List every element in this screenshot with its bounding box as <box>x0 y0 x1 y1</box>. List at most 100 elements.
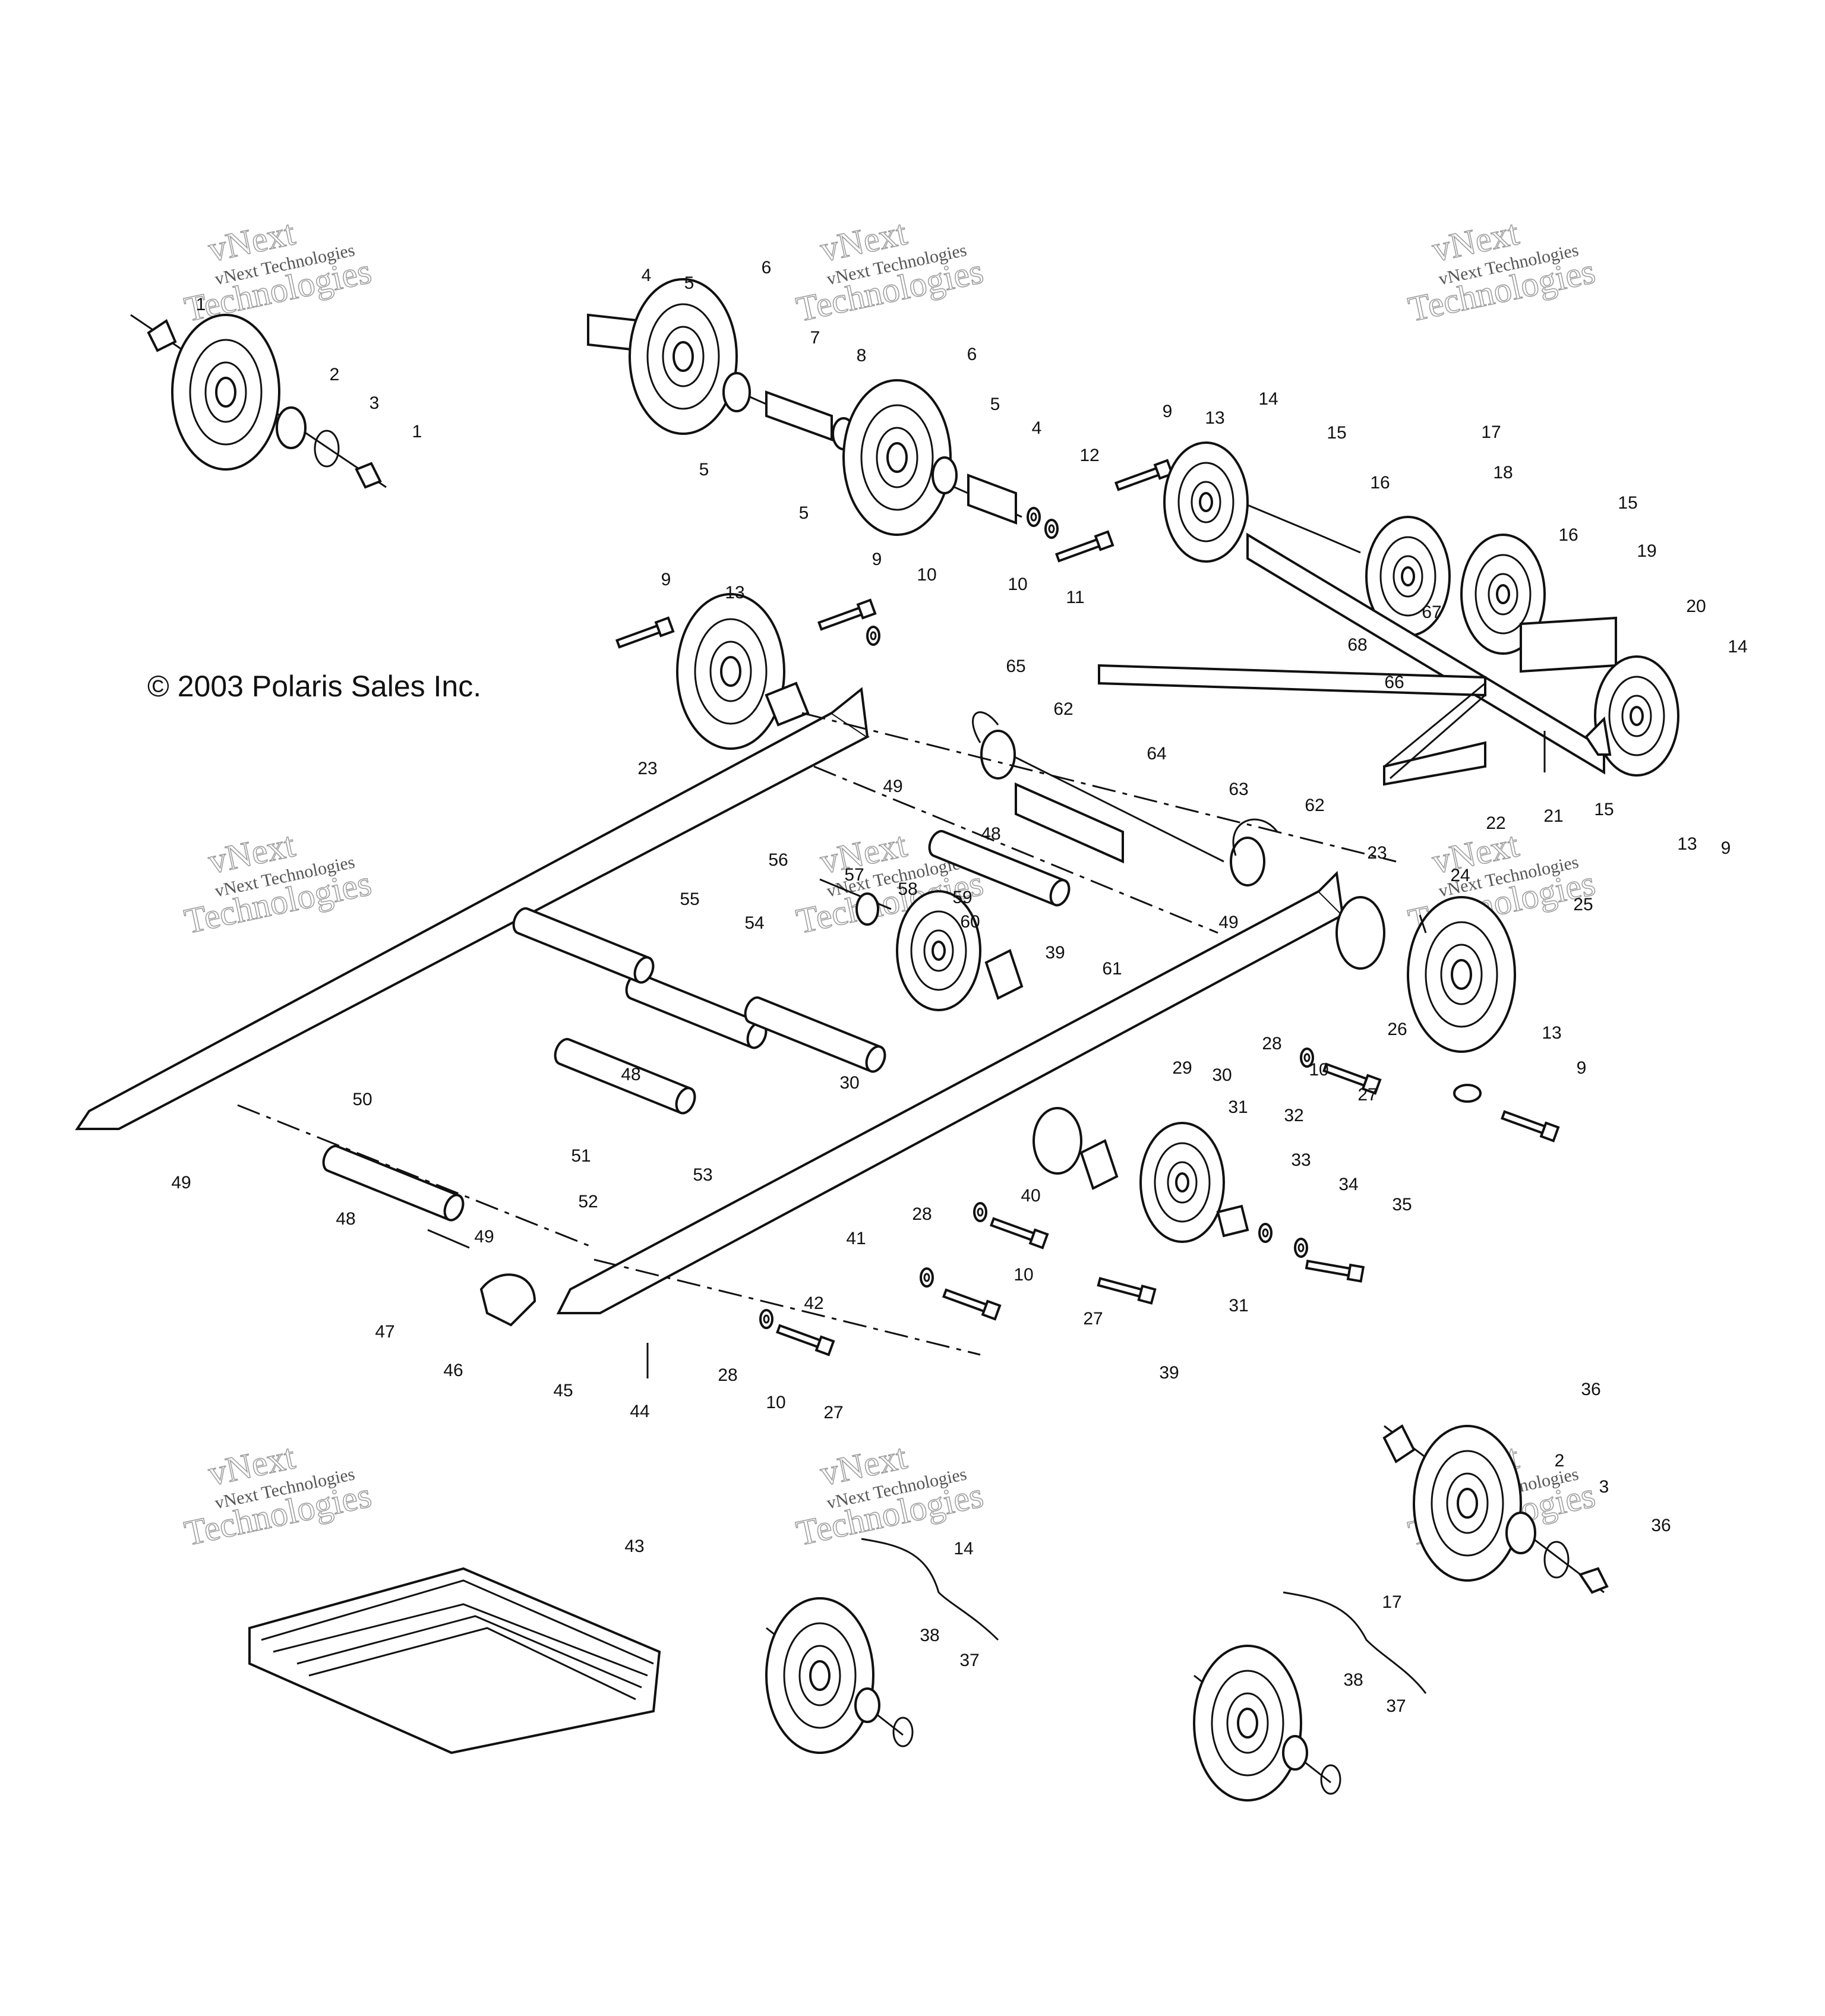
callout-5: 5 <box>699 460 709 479</box>
callout-24: 24 <box>1450 866 1470 885</box>
callout-39: 39 <box>1159 1363 1179 1383</box>
callout-16: 16 <box>1370 473 1390 493</box>
callout-28: 28 <box>912 1204 932 1224</box>
callout-3: 3 <box>370 393 380 413</box>
callout-40: 40 <box>1021 1186 1040 1206</box>
callout-13: 13 <box>1542 1023 1561 1043</box>
callout-8: 8 <box>857 346 867 365</box>
callout-63: 63 <box>1229 780 1248 799</box>
callout-33: 33 <box>1291 1150 1311 1170</box>
callout-34: 34 <box>1338 1175 1358 1194</box>
callout-4: 4 <box>1032 418 1042 438</box>
callout-5: 5 <box>990 395 1000 414</box>
callout-43: 43 <box>624 1537 644 1556</box>
callout-11: 11 <box>1066 588 1084 607</box>
wheel-group-14 <box>765 1538 999 1754</box>
callout-13: 13 <box>1677 834 1697 854</box>
callout-28: 28 <box>718 1365 737 1385</box>
callout-67: 67 <box>1422 602 1441 622</box>
callout-36: 36 <box>1651 1516 1671 1535</box>
callout-27: 27 <box>823 1403 843 1422</box>
callout-10: 10 <box>1309 1060 1328 1080</box>
callout-25: 25 <box>1573 895 1593 914</box>
callout-21: 21 <box>1543 806 1563 826</box>
callout-9: 9 <box>661 570 671 589</box>
spring-shaft <box>972 711 1278 886</box>
callout-49: 49 <box>1218 913 1238 932</box>
callout-45: 45 <box>553 1381 573 1400</box>
callout-51: 51 <box>571 1146 591 1166</box>
callout-31: 31 <box>1229 1296 1248 1315</box>
callout-64: 64 <box>1147 744 1166 764</box>
callout-29: 29 <box>1172 1058 1192 1078</box>
callout-55: 55 <box>680 889 699 909</box>
track <box>248 1567 661 1755</box>
callout-13: 13 <box>725 583 744 602</box>
cross-tubes <box>237 712 1397 1356</box>
wheel-group-17 <box>1193 1591 1427 1802</box>
callout-15: 15 <box>1594 800 1614 819</box>
callout-48: 48 <box>981 824 1000 844</box>
callout-9: 9 <box>872 550 882 569</box>
callout-30: 30 <box>1212 1065 1232 1085</box>
callout-23: 23 <box>1367 843 1387 863</box>
callout-9: 9 <box>1163 402 1173 421</box>
callout-23: 23 <box>637 759 657 778</box>
callout-44: 44 <box>630 1402 649 1421</box>
middle-idler-assembly <box>819 878 1024 1011</box>
callout-62: 62 <box>1053 699 1073 719</box>
lower-wheel-assembly <box>1033 1107 1365 1305</box>
callout-57: 57 <box>844 865 864 885</box>
callout-65: 65 <box>1006 657 1025 676</box>
callout-61: 61 <box>1102 959 1122 979</box>
callout-22: 22 <box>1486 813 1505 833</box>
callout-14: 14 <box>1728 637 1747 657</box>
callout-10: 10 <box>1013 1265 1033 1285</box>
callout-2: 2 <box>330 365 340 384</box>
callout-59: 59 <box>952 888 972 907</box>
callout-1: 1 <box>196 295 206 314</box>
callout-17: 17 <box>1481 422 1501 442</box>
callout-41: 41 <box>846 1229 866 1248</box>
callout-15: 15 <box>1618 493 1637 513</box>
callout-1: 1 <box>412 422 422 441</box>
callout-38: 38 <box>920 1626 939 1645</box>
callout-17: 17 <box>1382 1592 1401 1612</box>
callout-7: 7 <box>810 328 820 348</box>
callout-10: 10 <box>917 565 936 585</box>
wheel-assembly-bottom-right <box>1382 1424 1609 1594</box>
callout-66: 66 <box>1384 673 1404 692</box>
callout-18: 18 <box>1493 463 1513 482</box>
callout-9: 9 <box>1577 1058 1587 1078</box>
callout-49: 49 <box>474 1227 494 1247</box>
callout-20: 20 <box>1686 597 1706 616</box>
callout-2: 2 <box>1555 1451 1565 1471</box>
callout-36: 36 <box>1581 1380 1600 1399</box>
callout-49: 49 <box>883 777 902 796</box>
callout-50: 50 <box>352 1090 372 1109</box>
callout-42: 42 <box>804 1293 823 1313</box>
callout-13: 13 <box>1205 408 1224 428</box>
callout-48: 48 <box>336 1209 355 1229</box>
axle-assembly-top <box>587 278 1114 566</box>
callout-56: 56 <box>768 850 788 870</box>
callout-48: 48 <box>621 1065 640 1084</box>
callout-38: 38 <box>1343 1670 1363 1690</box>
callout-39: 39 <box>1045 943 1065 963</box>
callout-19: 19 <box>1637 541 1656 561</box>
callout-6: 6 <box>762 258 772 277</box>
callout-47: 47 <box>375 1322 394 1342</box>
callout-37: 37 <box>1386 1696 1406 1716</box>
callout-9: 9 <box>1721 838 1731 858</box>
rear-wheel-assembly <box>1300 896 1560 1143</box>
callout-37: 37 <box>959 1651 979 1670</box>
callout-30: 30 <box>839 1073 859 1093</box>
callout-14: 14 <box>1258 389 1278 409</box>
callout-5: 5 <box>684 273 694 293</box>
callout-28: 28 <box>1262 1034 1281 1053</box>
callout-53: 53 <box>693 1165 712 1185</box>
callout-14: 14 <box>953 1539 973 1558</box>
callout-10: 10 <box>766 1393 785 1412</box>
callout-32: 32 <box>1284 1106 1303 1125</box>
